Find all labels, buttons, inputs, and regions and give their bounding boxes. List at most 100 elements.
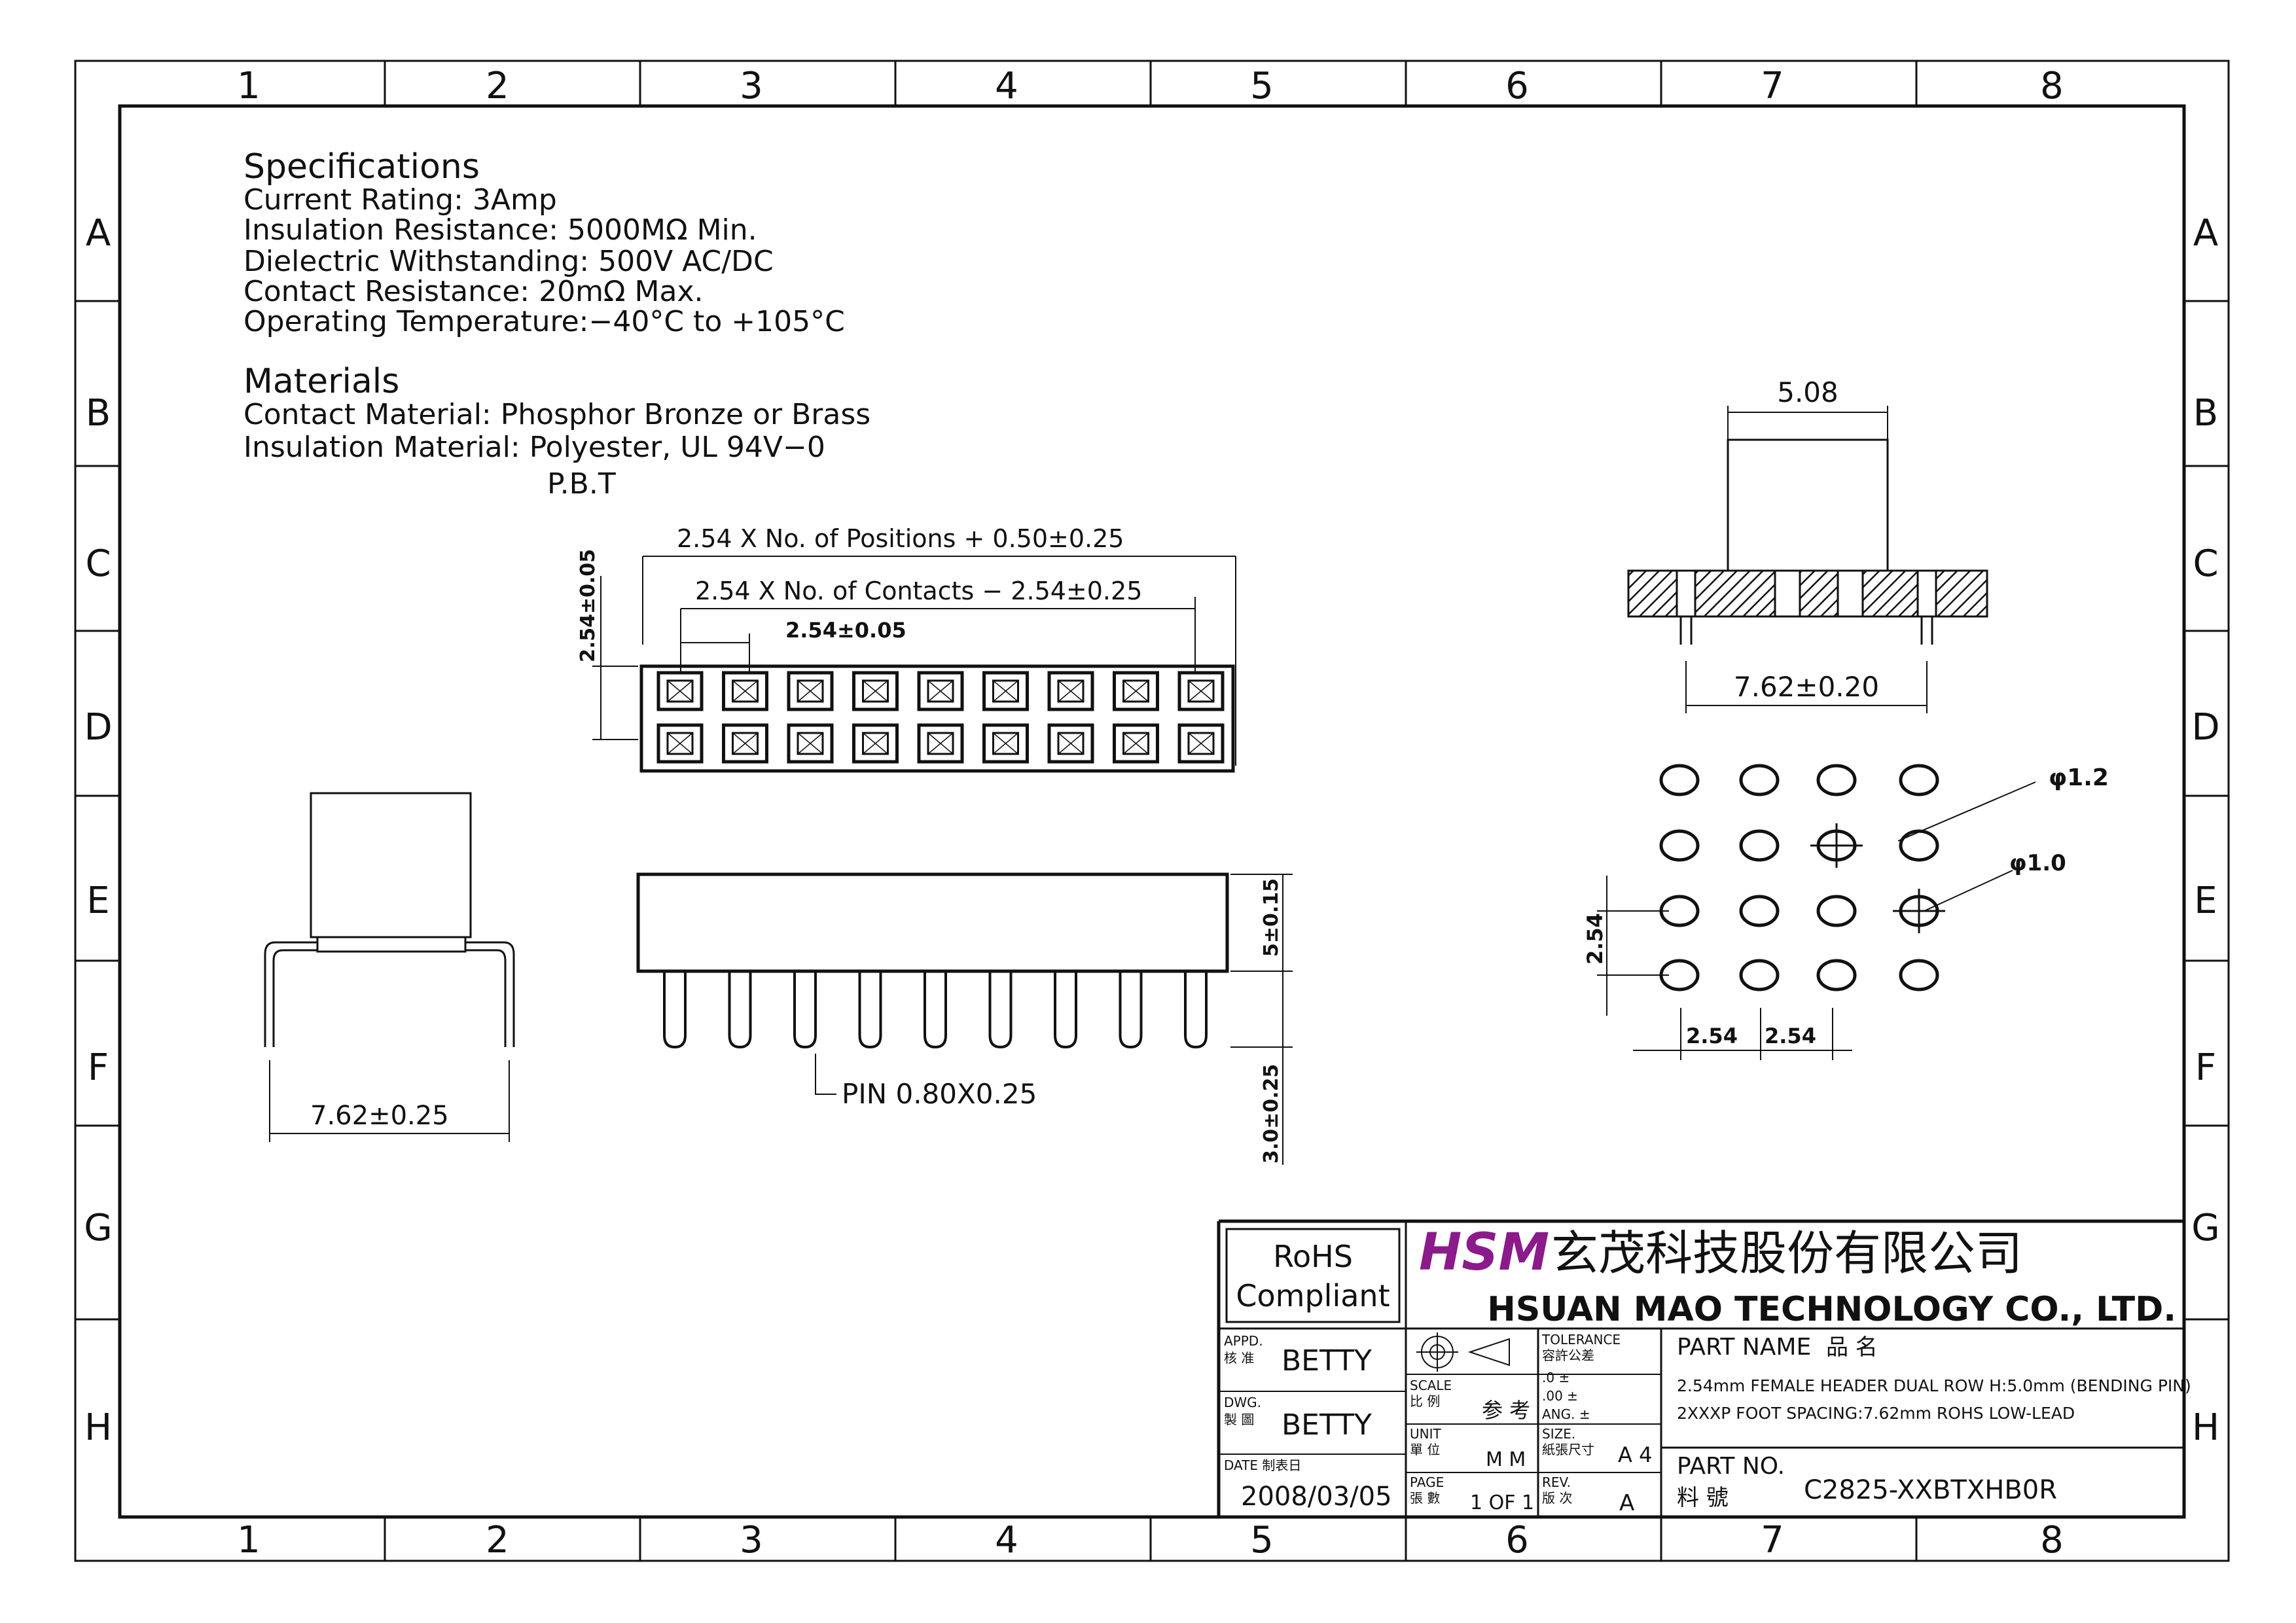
row-label-right: D [2191,706,2219,749]
pcb-hole-icon [1899,959,1939,991]
material-extra: P.B.T [547,467,616,501]
pcb-hole-icon [1899,764,1939,796]
pin-lead [924,971,947,1049]
page-label-cn: 張 數 [1410,1490,1440,1506]
col-label-bottom: 2 [486,1519,509,1561]
dwg-value: BETTY [1282,1408,1372,1442]
pcb-hole-icon [1659,764,1700,796]
contact-cell-icon [917,723,964,764]
pcb-hole-icon [1893,889,1945,933]
row-label-right: A [2193,212,2218,255]
col-label-bottom: 6 [1505,1519,1529,1561]
material-line: Insulation Material: Polyester, UL 94V−0 [243,431,825,464]
row-label-left: H [84,1406,112,1449]
specifications-block: Specifications Current Rating: 3Amp Insu… [243,147,845,338]
col-label-top: 6 [1505,65,1529,107]
col-label-bottom: 3 [740,1519,763,1561]
materials-heading: Materials [243,362,399,401]
tolerance-label: TOLERANCE [1541,1332,1621,1347]
foot-spacing-right: 7.62±0.20 [1734,671,1879,703]
date-label: DATE 制表日 [1224,1457,1301,1473]
row-label-right: E [2194,880,2217,922]
unit-value: M M [1486,1448,1526,1471]
rev-label-cn: 版 次 [1542,1490,1572,1506]
top-width-dimension: 5.08 [1777,376,1839,408]
spec-line: Current Rating: 3Amp [243,183,557,217]
contact-cell-icon [787,723,834,764]
pcb-hole-icon [1816,764,1857,796]
contact-cell-icon [656,671,704,711]
contact-cell-icon [1047,723,1094,764]
row-label-left: B [86,392,111,435]
pin-lead [1119,971,1143,1049]
part-no-label: PART NO. [1677,1453,1785,1480]
part-name-label: PART NAME [1677,1334,1811,1361]
part-no-value: C2825-XXBTXHB0R [1804,1475,2057,1505]
date-value: 2008/03/05 [1241,1482,1392,1512]
col-label-top: 7 [1761,65,1784,107]
projection-symbol-icon [1416,1332,1510,1372]
row-label-left: E [86,880,109,922]
size-value: A 4 [1618,1442,1652,1467]
pcb-hole-icon [1739,895,1780,927]
contact-cell-icon [852,671,899,711]
tolerance-decimal-2: .00 ± [1542,1388,1578,1404]
pcb-hole-icon [1739,829,1780,862]
contact-cell-icon [982,723,1029,764]
contact-cell-icon [852,723,899,764]
height-left-dimension: 2.54±0.05 [577,549,600,662]
unit-label: UNIT [1410,1426,1441,1442]
row-label-left: G [84,1207,112,1249]
part-name-line-1: 2.54mm FEMALE HEADER DUAL ROW H:5.0mm (B… [1677,1376,2191,1395]
dwg-label-cn: 製 圖 [1224,1412,1254,1427]
contacts-dimension: 2.54 X No. of Contacts − 2.54±0.25 [695,577,1142,605]
pcb-hole-pattern: φ1.2 φ1.0 2.54 2.54 2.54 [1583,764,2109,1060]
end-view-drawing: 5.08 7.62±0.20 [1627,376,1988,713]
hole-small-label: φ1.0 [2009,850,2066,876]
part-no-label-cn: 料 號 [1677,1485,1729,1511]
row-label-left: D [84,706,112,749]
page-label: PAGE [1410,1474,1444,1490]
body-height-dimension: 5±0.15 [1260,878,1283,957]
pcb-hole-icon [1899,829,1939,862]
rev-label: REV. [1542,1474,1571,1490]
contact-cell-icon [1047,671,1094,711]
size-label-cn: 紙張尺寸 [1542,1442,1594,1457]
specifications-heading: Specifications [243,147,480,187]
spec-line: Operating Temperature:−40°C to +105°C [243,305,845,338]
pcb-hole-icon [1659,829,1700,862]
row-label-right: B [2193,392,2218,435]
part-name-line-2: 2XXXP FOOT SPACING:7.62mm ROHS LOW-LEAD [1677,1404,2075,1423]
contact-cell-icon [1113,671,1159,711]
pin-length-dimension: 3.0±0.25 [1260,1064,1283,1164]
positions-dimension: 2.54 X No. of Positions + 0.50±0.25 [677,524,1124,553]
contact-cell-icon [656,723,704,764]
spec-line: Contact Resistance: 20mΩ Max. [243,275,704,308]
foot-spacing-left: 7.62±0.25 [310,1101,449,1131]
rohs-label: RoHS [1273,1239,1353,1274]
contact-cell-icon [982,671,1029,711]
spec-line: Dielectric Withstanding: 500V AC/DC [243,245,774,278]
row-label-right: F [2195,1046,2216,1089]
scale-value: 参 考 [1482,1398,1530,1423]
drawing-frame: 1 2 3 4 5 6 7 8 1 2 3 4 5 6 7 8 A B C D … [74,60,2230,1562]
contact-cell-icon [1177,671,1225,711]
col-label-bottom: 5 [1250,1519,1274,1561]
contact-cell-icon [1113,723,1159,764]
appd-value: BETTY [1282,1344,1372,1378]
front-view-drawing: PIN 0.80X0.25 5±0.15 3.0±0.25 [636,872,1293,1165]
top-view-drawing: 2.54 X No. of Positions + 0.50±0.25 2.54… [577,524,1236,773]
materials-block: Materials Contact Material: Phosphor Bro… [243,362,870,501]
material-line: Contact Material: Phosphor Bronze or Bra… [243,398,870,431]
size-label: SIZE. [1542,1426,1575,1442]
pin-lead [1054,971,1077,1049]
company-name-en: HSUAN MAO TECHNOLOGY CO., LTD. [1487,1290,2176,1329]
pitch-dimension: 2.54±0.05 [785,618,906,643]
col-label-top: 8 [2040,65,2064,107]
contact-cell-icon [722,671,768,711]
dwg-label: DWG. [1224,1395,1261,1410]
tolerance-angle: ANG. ± [1542,1406,1590,1422]
pin-lead [858,971,882,1049]
pin-lead [663,971,687,1049]
pin-lead [1184,971,1208,1049]
